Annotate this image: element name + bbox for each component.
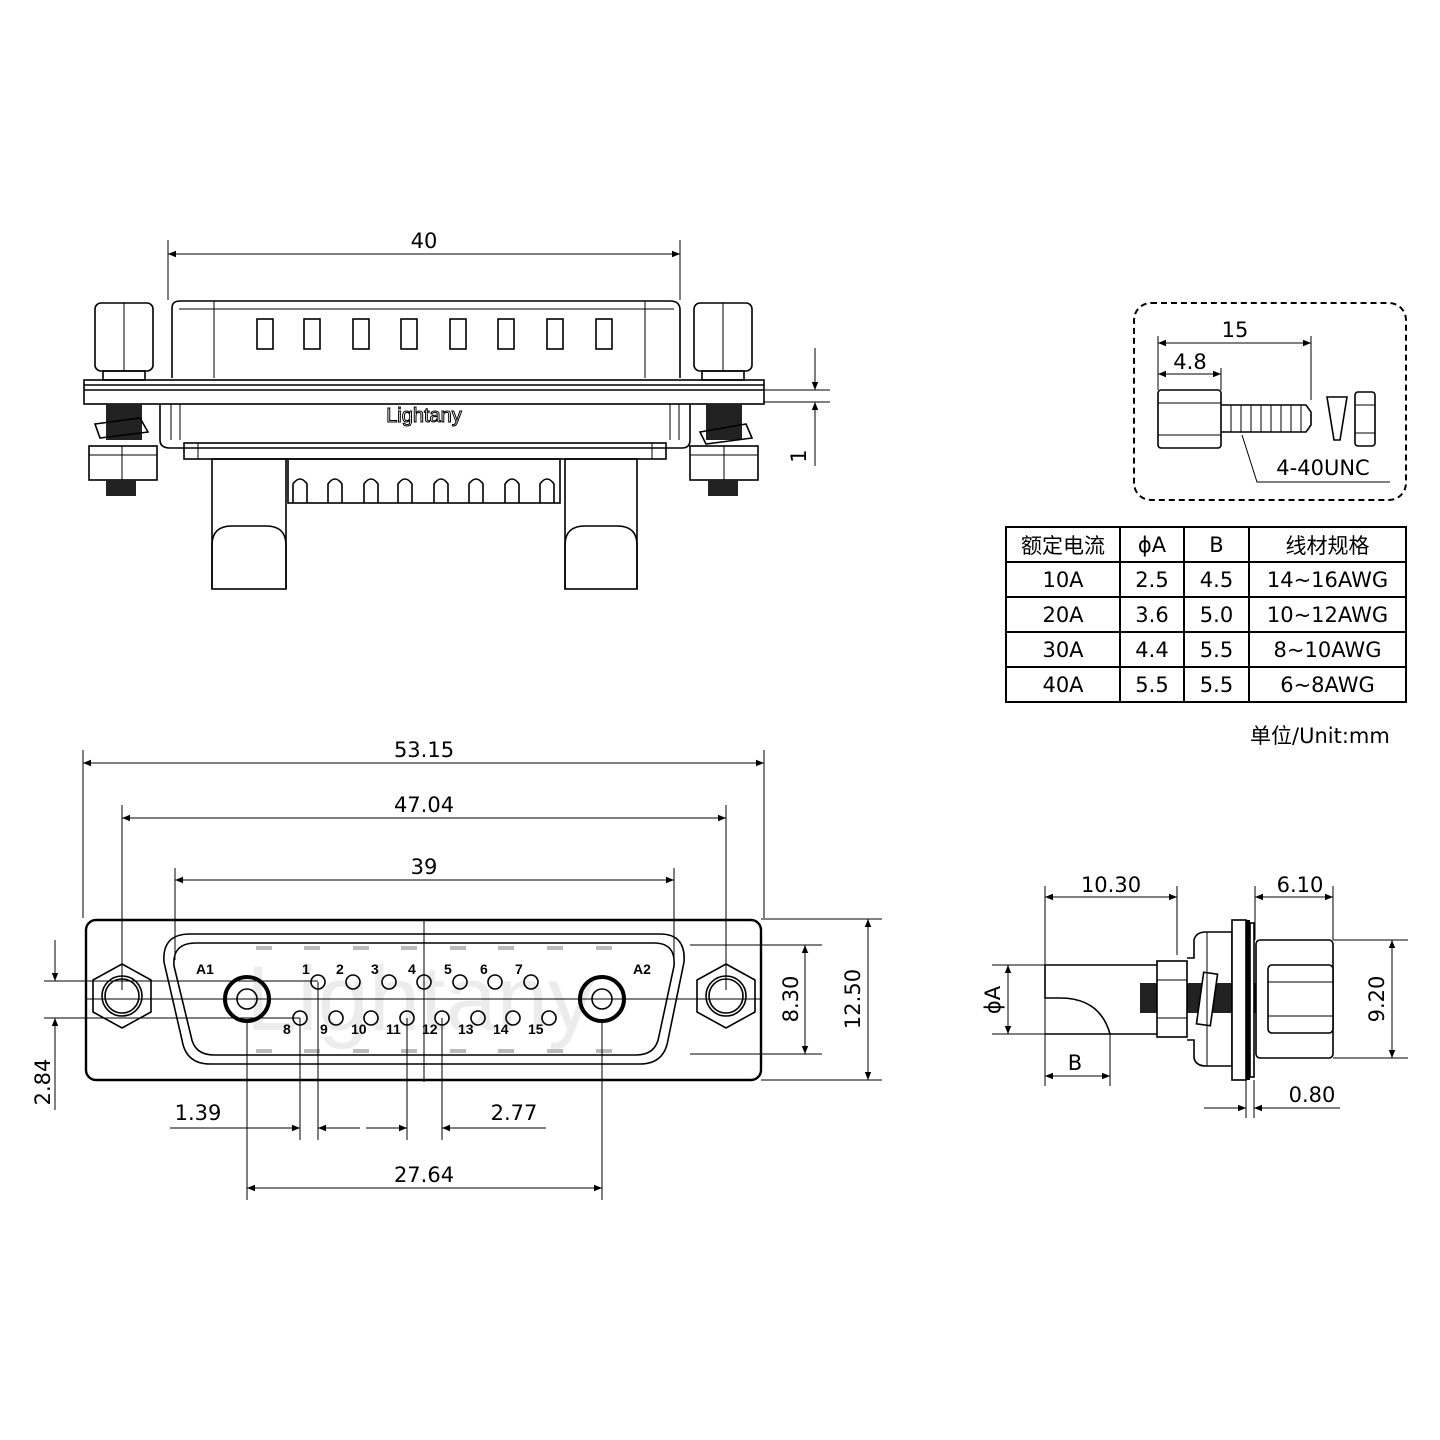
- brand-logo: Lightany: [386, 405, 462, 427]
- pin-label: 14: [493, 1021, 509, 1037]
- pin-label: 7: [515, 961, 523, 977]
- table-row: 40A 5.5 5.5 6~8AWG: [1005, 666, 1407, 703]
- pin-label: 11: [386, 1021, 401, 1037]
- dim-4-8: 4.8: [1173, 350, 1206, 374]
- dim-b: B: [1068, 1051, 1082, 1075]
- dim-flange-1: 1: [787, 449, 811, 462]
- cell: 5.5: [1119, 666, 1185, 703]
- screw-inset: 15 4.8 4-40UNC: [1157, 318, 1390, 483]
- dim-2-84: 2.84: [31, 1059, 55, 1106]
- spec-table: 额定电流 ϕA B 线材规格 10A 2.5 4.5 14~16AWG 20A …: [1005, 526, 1407, 703]
- table-header-row: 额定电流 ϕA B 线材规格: [1005, 526, 1407, 563]
- pin-label: 15: [528, 1021, 544, 1037]
- dim-47-04: 47.04: [394, 793, 454, 817]
- header-wire-spec: 线材规格: [1248, 526, 1407, 563]
- cell: 20A: [1005, 596, 1121, 633]
- header-b: B: [1183, 526, 1250, 563]
- comb-pins: [292, 478, 555, 503]
- dim-width-40: 40: [411, 229, 438, 253]
- cell: 4.5: [1183, 561, 1250, 598]
- cell: 10~12AWG: [1248, 596, 1407, 633]
- cell: 14~16AWG: [1248, 561, 1407, 598]
- pin-label: 4: [408, 961, 416, 977]
- cell: 30A: [1005, 631, 1121, 668]
- screw-inset-frame: [1133, 302, 1407, 501]
- dim-53-15: 53.15: [394, 738, 454, 762]
- dim-15: 15: [1222, 318, 1249, 342]
- pin-label-a2: A2: [633, 961, 651, 977]
- pin-label: 13: [458, 1021, 474, 1037]
- cell: 6~8AWG: [1248, 666, 1407, 703]
- shell-detents: [256, 946, 612, 1053]
- unit-note: 单位/Unit:mm: [1250, 724, 1390, 748]
- table-row: 30A 4.4 5.5 8~10AWG: [1005, 631, 1407, 668]
- dim-0-80: 0.80: [1289, 1083, 1336, 1107]
- thread-spec-label: 4-40UNC: [1276, 456, 1369, 480]
- side-view: 10.30 6.10 ϕA B 9.20: [981, 873, 1408, 1118]
- dim-6-10: 6.10: [1277, 873, 1324, 897]
- front-view: Lightany 53.15 47.04 39: [31, 738, 882, 1200]
- cell: 5.0: [1183, 596, 1250, 633]
- pin-label: 12: [422, 1021, 438, 1037]
- top-view: 40 Lightany: [83, 229, 830, 590]
- cell: 5.5: [1183, 631, 1250, 668]
- pin-label-a1: A1: [196, 961, 214, 977]
- pin-label: 8: [283, 1021, 291, 1037]
- header-rated-current: 额定电流: [1005, 526, 1121, 563]
- pin-label: 10: [351, 1021, 367, 1037]
- dim-8-30: 8.30: [779, 976, 803, 1023]
- pin-label: 2: [336, 961, 344, 977]
- pin-label: 5: [444, 961, 452, 977]
- contact-slots: [256, 318, 613, 350]
- dim-10-30: 10.30: [1081, 873, 1141, 897]
- pin-label: 1: [302, 961, 310, 977]
- table-row: 20A 3.6 5.0 10~12AWG: [1005, 596, 1407, 633]
- cell: 8~10AWG: [1248, 631, 1407, 668]
- dim-12-50: 12.50: [841, 969, 865, 1029]
- dim-27-64: 27.64: [394, 1163, 454, 1187]
- dim-2-77: 2.77: [491, 1101, 538, 1125]
- dim-1-39: 1.39: [175, 1101, 222, 1125]
- dim-39: 39: [411, 855, 438, 879]
- pin-label: 6: [480, 961, 488, 977]
- cell: 4.4: [1119, 631, 1185, 668]
- dim-phi-a: ϕA: [981, 985, 1005, 1014]
- pin-label: 3: [371, 961, 379, 977]
- header-phi-a: ϕA: [1119, 526, 1185, 563]
- cell: 3.6: [1119, 596, 1185, 633]
- cell: 10A: [1005, 561, 1121, 598]
- table-row: 10A 2.5 4.5 14~16AWG: [1005, 561, 1407, 598]
- dim-9-20: 9.20: [1365, 976, 1389, 1023]
- cell: 2.5: [1119, 561, 1185, 598]
- pin-label: 9: [320, 1021, 328, 1037]
- cell: 5.5: [1183, 666, 1250, 703]
- cell: 40A: [1005, 666, 1121, 703]
